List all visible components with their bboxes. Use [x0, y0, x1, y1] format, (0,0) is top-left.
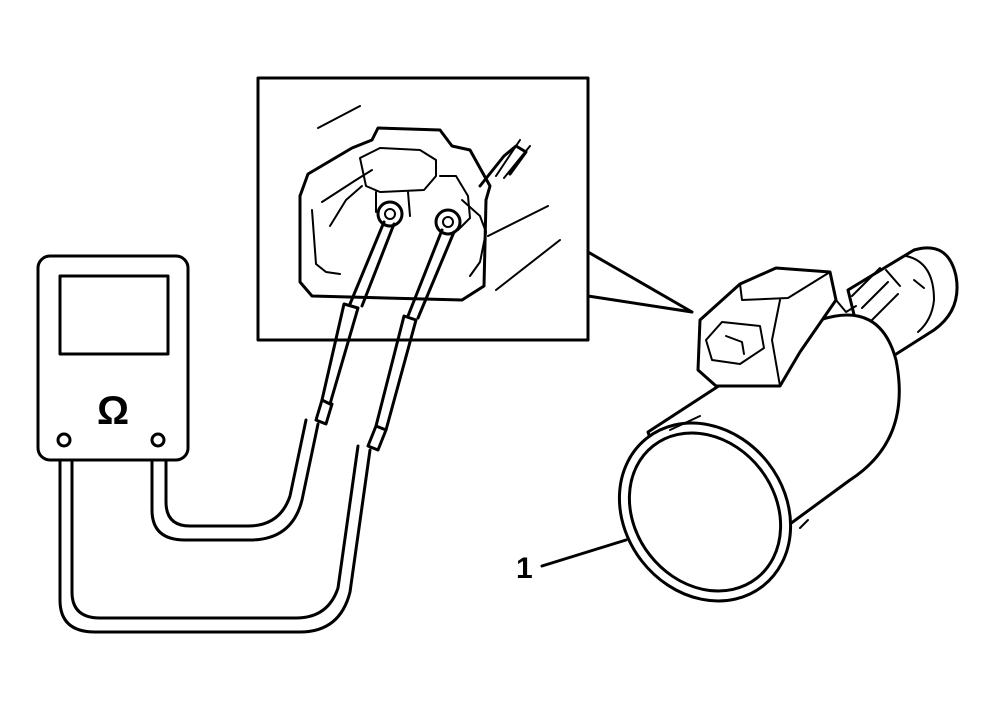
test-leads [58, 302, 418, 634]
inset-frame [256, 76, 590, 342]
callout-1: 1 [516, 538, 628, 585]
probe-right [374, 314, 418, 432]
magnified-connector [298, 105, 561, 320]
ohm-symbol: Ω [97, 389, 129, 433]
sensor-front-opening [617, 421, 793, 603]
ohmmeter-body [36, 254, 190, 462]
lead-to-left-probe [150, 422, 320, 542]
inset-pointer [586, 250, 694, 314]
callout-leader-line [540, 538, 628, 568]
inset-magnified-view [256, 76, 694, 342]
ohmmeter: Ω [36, 254, 190, 462]
component-sensor [617, 246, 959, 603]
ohmmeter-jack-right [150, 432, 166, 448]
lead-to-right-probe [58, 446, 372, 634]
ohmmeter-display [58, 274, 170, 356]
probe-left [320, 302, 360, 406]
sensor-connector [696, 266, 838, 388]
ohmmeter-jack-left [56, 432, 72, 448]
callout-number: 1 [516, 552, 533, 585]
